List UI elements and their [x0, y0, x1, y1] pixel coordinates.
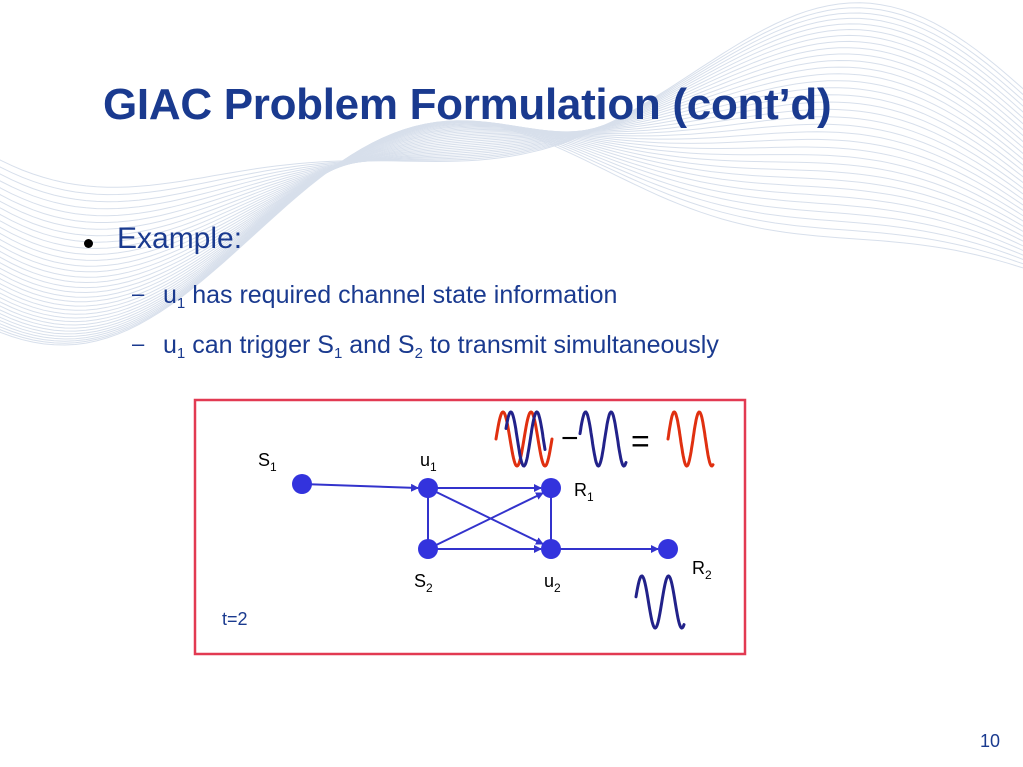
sub-bullet-2-text: u1 can trigger S1 and S2 to transmit sim…: [163, 331, 719, 362]
slide-title: GIAC Problem Formulation (cont’d): [103, 80, 832, 129]
wave-blue-superposed: [504, 410, 547, 468]
time-label: t=2: [222, 609, 248, 629]
bullet-example-text: Example:: [117, 222, 243, 255]
bullet-dot-icon: [84, 239, 93, 248]
diagram-frame: [193, 398, 747, 656]
node-u2: [541, 539, 561, 559]
label-r1: R1: [574, 480, 594, 504]
wave-red-superposed: [494, 410, 554, 468]
node-u1: [418, 478, 438, 498]
label-s1: S1: [258, 450, 277, 474]
edge-u1-u2: [427, 487, 544, 545]
minus-sign: −: [561, 422, 579, 455]
sub-bullet-1-text: u1 has required channel state informatio…: [163, 281, 618, 312]
page-number: 10: [980, 731, 1001, 751]
edge-s2-r1: [427, 492, 544, 550]
wave-blue-subtracted: [578, 410, 628, 468]
node-r1: [541, 478, 561, 498]
node-s1: [292, 474, 312, 494]
label-u1: u1: [420, 450, 437, 474]
dash-icon: –: [132, 331, 145, 356]
label-s2: S2: [414, 571, 433, 595]
edge-s1-u1: [301, 483, 419, 492]
wave-red-result: [666, 410, 715, 468]
label-u2: u2: [544, 571, 561, 595]
node-s2: [418, 539, 438, 559]
label-r2: R2: [692, 558, 712, 582]
equals-sign: =: [631, 423, 650, 459]
wave-blue-r2: [634, 574, 686, 630]
node-r2: [658, 539, 678, 559]
dash-icon: –: [132, 281, 145, 306]
